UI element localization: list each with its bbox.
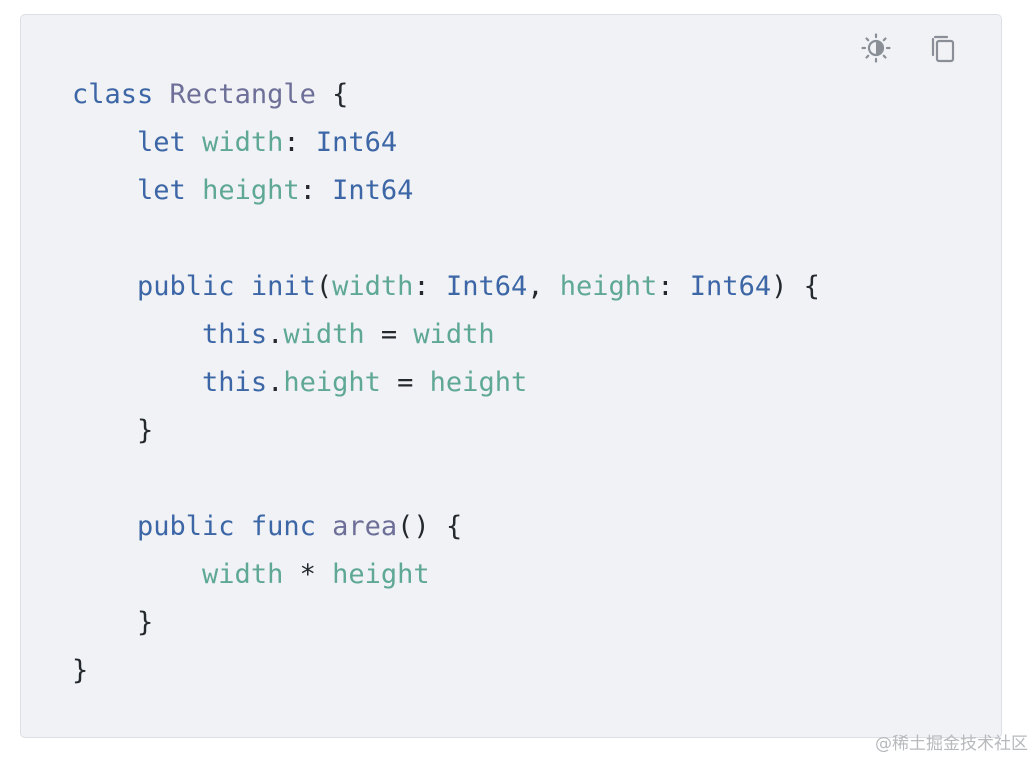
code-token: public <box>137 511 235 542</box>
code-token: : <box>657 271 690 302</box>
code-token: height <box>429 367 528 398</box>
code-line: } <box>72 599 820 647</box>
code-token: : <box>413 271 446 302</box>
code-line: } <box>72 407 820 455</box>
code-token: let <box>137 127 186 158</box>
code-line <box>72 215 820 263</box>
code-line: let height: Int64 <box>72 167 820 215</box>
code-token: height <box>559 271 658 302</box>
code-line: } <box>72 647 820 695</box>
code-token: let <box>137 175 186 206</box>
copy-icon <box>931 35 955 63</box>
code-token: this <box>202 319 268 350</box>
code-token <box>72 511 137 542</box>
code-token <box>316 511 332 542</box>
code-token: class <box>72 79 154 110</box>
code-token: * <box>283 559 333 590</box>
code-token <box>72 175 137 206</box>
code-line <box>72 455 820 503</box>
code-token <box>72 271 137 302</box>
code-token <box>186 127 202 158</box>
code-token: width <box>202 559 284 590</box>
code-token: Int64 <box>689 271 772 302</box>
code-token <box>186 175 202 206</box>
code-token: ) { <box>771 271 820 302</box>
code-token: () { <box>397 511 463 542</box>
code-content: class Rectangle { let width: Int64 let h… <box>72 71 820 695</box>
code-token: init <box>250 271 316 302</box>
code-token: area <box>332 511 398 542</box>
code-token <box>153 79 169 110</box>
code-token: height <box>283 367 381 398</box>
code-line: this.height = height <box>72 359 820 407</box>
contrast-sun-icon <box>861 33 891 63</box>
code-token <box>235 511 251 542</box>
code-token <box>72 559 202 590</box>
code-token <box>72 319 202 350</box>
code-line: public func area() { <box>72 503 820 551</box>
code-token: . <box>267 367 284 398</box>
code-line: let width: Int64 <box>72 119 820 167</box>
code-token: } <box>72 655 89 686</box>
code-token: this <box>202 367 268 398</box>
code-token: func <box>250 511 316 542</box>
copy-button[interactable] <box>927 31 961 65</box>
code-token: } <box>72 415 154 446</box>
code-token: , <box>527 271 560 302</box>
code-line: width * height <box>72 551 820 599</box>
code-token: Int64 <box>445 271 528 302</box>
code-line: this.width = width <box>72 311 820 359</box>
code-line: class Rectangle { <box>72 71 820 119</box>
code-token: Int64 <box>315 127 398 158</box>
code-line: public init(width: Int64, height: Int64)… <box>72 263 820 311</box>
code-token: = <box>364 319 414 350</box>
theme-toggle-button[interactable] <box>859 31 893 65</box>
code-block: class Rectangle { let width: Int64 let h… <box>20 14 1002 738</box>
code-token: width <box>202 127 284 158</box>
code-token: ( <box>315 271 333 302</box>
code-token <box>72 127 137 158</box>
code-token: Int64 <box>332 175 414 206</box>
code-token <box>72 367 202 398</box>
code-token: = <box>380 367 430 398</box>
code-toolbar <box>859 31 961 65</box>
watermark: @稀土掘金技术社区 <box>875 734 1028 754</box>
code-token: : <box>283 127 316 158</box>
code-token: . <box>267 319 284 350</box>
code-token: height <box>332 559 430 590</box>
code-token: public <box>137 271 235 302</box>
code-token: } <box>72 607 154 638</box>
code-token <box>235 271 251 302</box>
code-token: width <box>413 319 495 350</box>
code-token: width <box>283 319 365 350</box>
code-token: : <box>299 175 333 206</box>
code-token: width <box>332 271 414 302</box>
code-token: Rectangle <box>169 79 316 110</box>
code-token: { <box>315 79 349 110</box>
code-token: height <box>202 175 300 206</box>
